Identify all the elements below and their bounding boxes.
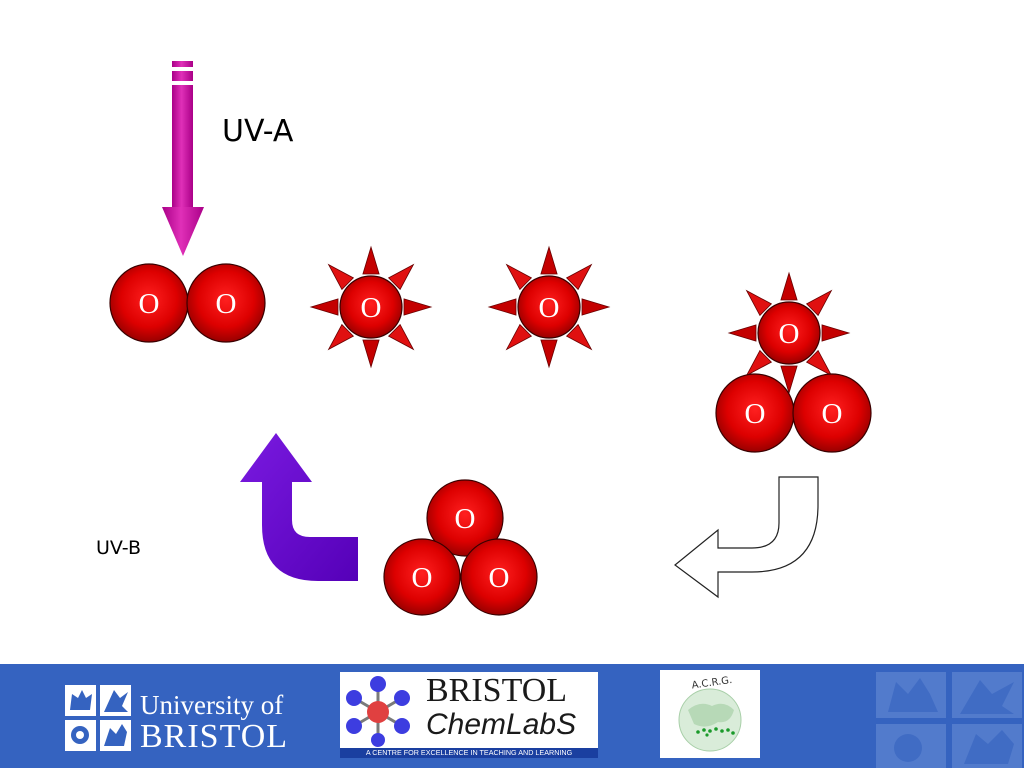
atom-circle (792, 373, 872, 453)
molecule-icon (346, 676, 410, 747)
chemlabs-title: BRISTOL (426, 672, 568, 709)
o2-molecule-atom-2: O (186, 263, 266, 343)
ozone-atom-right: O (460, 538, 538, 616)
atom-symbol: O (822, 398, 843, 430)
atom-symbol: O (361, 292, 382, 324)
ray-1-5 (362, 339, 380, 369)
ray-1-1 (362, 245, 380, 275)
chemlabs-tagline: A CENTRE FOR EXCELLENCE IN TEACHING AND … (340, 748, 598, 758)
atom-symbol: O (539, 292, 560, 324)
ray-3-7 (727, 324, 757, 342)
watermark-crest-icon (876, 672, 1022, 768)
ray-2-3 (581, 298, 611, 316)
outline-arrow (674, 476, 819, 599)
atom-symbol: O (745, 398, 766, 430)
crest-icon (65, 685, 131, 751)
acrg-logo: A.C.R.G. (660, 670, 760, 758)
o2-molecule-2-atom-2: O (792, 373, 872, 453)
uv-a-arrow (162, 61, 204, 256)
ozone-atom-top: O (426, 479, 504, 557)
ray-1-6 (327, 323, 355, 351)
oxygen-radical-1: O (339, 275, 403, 339)
atom-symbol: O (779, 318, 800, 350)
ray-3-8 (745, 289, 773, 317)
atom-circle (460, 538, 538, 616)
ray-3-3 (821, 324, 851, 342)
atom-circle (383, 538, 461, 616)
bristol-chemlabs-logo: BRISTOL ChemLabS A CENTRE FOR EXCELLENCE… (340, 672, 598, 758)
ray-2-5 (540, 339, 558, 369)
uv-b-arrow (240, 433, 358, 581)
ray-2-8 (505, 263, 533, 291)
atom-symbol: O (412, 562, 433, 594)
ray-2-1 (540, 245, 558, 275)
ray-3-2 (805, 289, 833, 317)
atom-circle (757, 301, 821, 365)
atom-symbol: O (455, 503, 476, 535)
atom-circle (517, 275, 581, 339)
oxygen-radical-3: O (757, 301, 821, 365)
ray-1-4 (387, 323, 415, 351)
atom-symbol: O (489, 562, 510, 594)
ray-2-2 (565, 263, 593, 291)
uv-b-label: UV-B (96, 537, 142, 559)
uv-a-label: UV-A (222, 114, 294, 149)
acrg-text-arc: A.C.R.G. (691, 675, 733, 692)
ray-1-8 (327, 263, 355, 291)
ray-1-7 (309, 298, 339, 316)
svg-text:A.C.R.G.: A.C.R.G. (691, 675, 733, 692)
uob-line1: University of (140, 690, 284, 720)
globe-icon (678, 688, 742, 752)
ray-2-6 (505, 323, 533, 351)
atom-symbol: O (216, 288, 237, 320)
o2-molecule-atom-1: O (109, 263, 189, 343)
ray-3-1 (780, 271, 798, 301)
oxygen-radical-2: O (517, 275, 581, 339)
radical-rays (309, 245, 851, 395)
atom-circle (426, 479, 504, 557)
chemlabs-subtitle: ChemLabS (426, 708, 577, 741)
ray-2-7 (487, 298, 517, 316)
atom-circle (186, 263, 266, 343)
atom-circle (339, 275, 403, 339)
atom-symbol: O (139, 288, 160, 320)
ray-3-4 (805, 349, 833, 377)
footer-logo-bar: University of BRISTOL BRISTOL ChemLabS A… (0, 664, 1024, 768)
uob-line2: BRISTOL (140, 718, 289, 755)
ray-3-5 (780, 365, 798, 395)
ray-1-2 (387, 263, 415, 291)
ray-2-4 (565, 323, 593, 351)
university-of-bristol-logo: University of BRISTOL (64, 684, 314, 755)
ray-3-6 (745, 349, 773, 377)
ozone-atom-left: O (383, 538, 461, 616)
o2-molecule-2-atom-1: O (715, 373, 795, 453)
ray-1-3 (403, 298, 433, 316)
